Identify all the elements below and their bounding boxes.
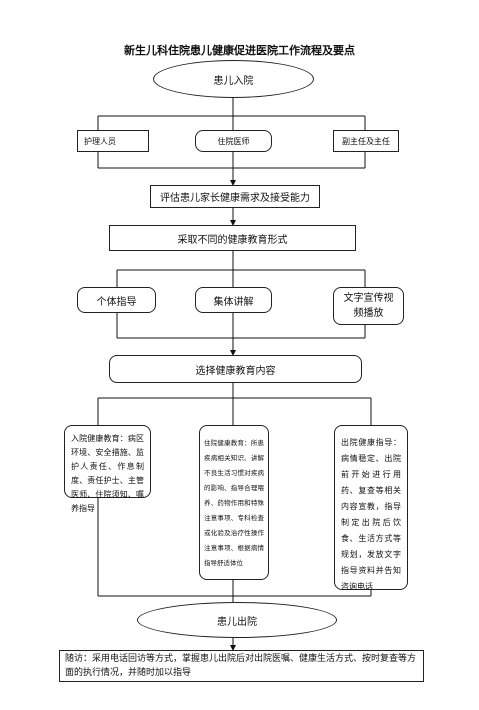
node-individual: 个体指导 bbox=[77, 287, 156, 313]
node-assess: 评估患儿家长健康需求及接受能力 bbox=[150, 185, 320, 208]
node-doctor: 住院医师 bbox=[195, 130, 272, 152]
node-discharge: 患儿出院 bbox=[137, 602, 337, 638]
node-edu-admit: 入院健康教育：病区环境、安全措施、监护人责任、作息制度、责任护士、主管医师、住院… bbox=[64, 425, 151, 513]
node-director: 副主任及主任 bbox=[333, 130, 399, 152]
node-edu-discharge: 出院健康指导：病情稳定、出院前开始进行用药、复查等相关内容宣教，指导制定出院后饮… bbox=[334, 425, 408, 591]
page-title: 新生儿科住院患儿健康促进医院工作流程及要点 bbox=[124, 44, 355, 57]
node-followup: 随访：采用电话回访等方式，掌握患儿出院后对出院医嘱、健康生活方式、按时复查等方面… bbox=[59, 650, 424, 682]
node-nurse: 护理人员 bbox=[77, 130, 149, 152]
node-admit: 患儿入院 bbox=[153, 60, 314, 98]
node-edu-stay: 住院健康教育：所患疾病相关知识、讲解不良生活习惯对疾病的影响、指导合理喂养、药物… bbox=[199, 425, 269, 580]
node-written: 文字宣传视频播放 bbox=[333, 287, 404, 325]
node-forms: 采取不同的健康教育形式 bbox=[109, 225, 356, 251]
node-content: 选择健康教育内容 bbox=[109, 355, 362, 383]
node-group: 集体讲解 bbox=[195, 287, 272, 313]
